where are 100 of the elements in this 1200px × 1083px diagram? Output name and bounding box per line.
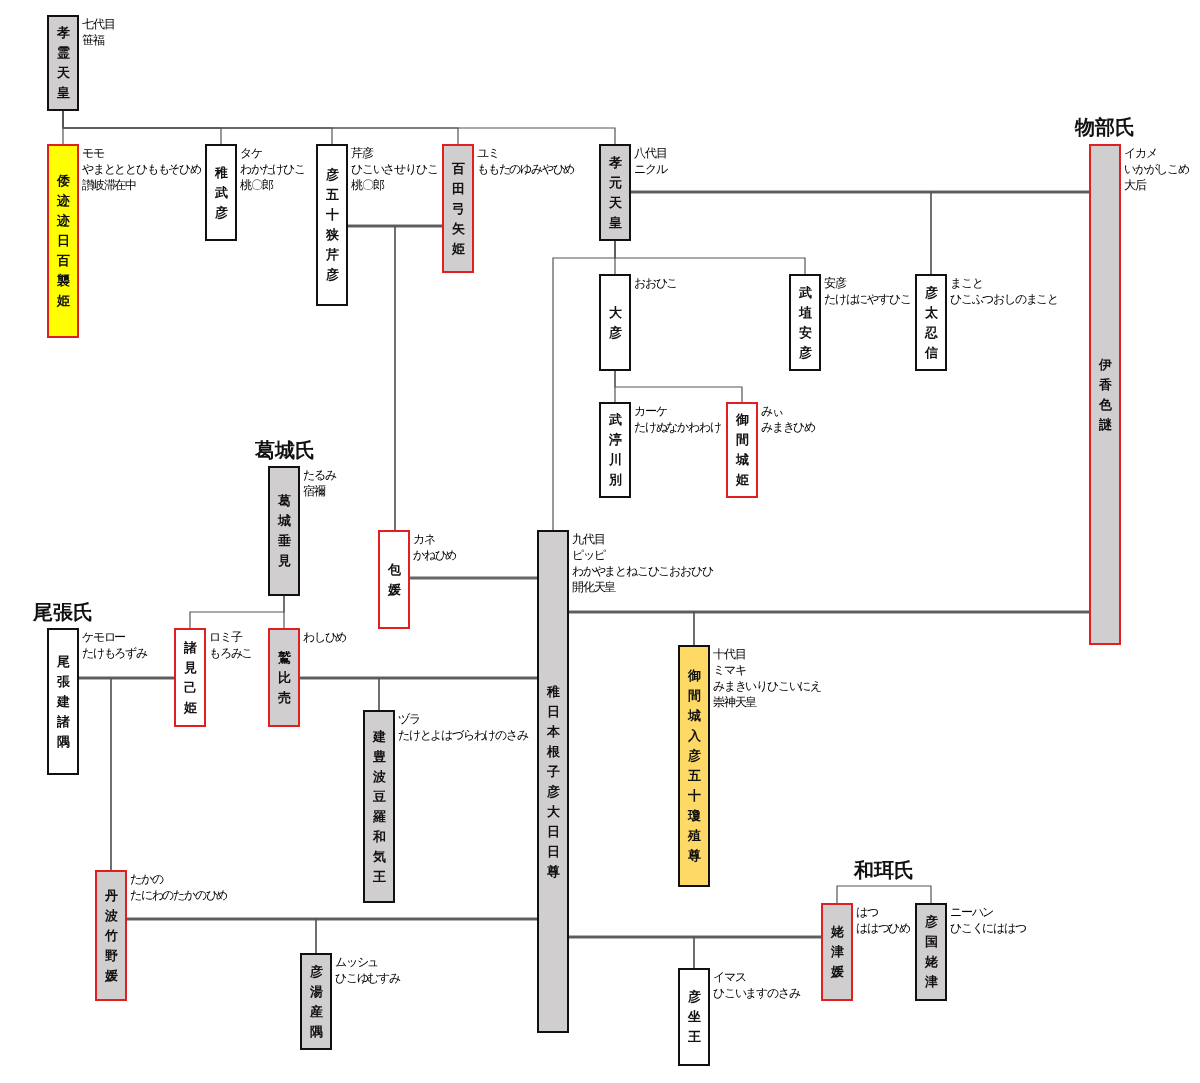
note-text: 桃〇郎 — [240, 178, 273, 192]
note-text: かねひめ — [413, 548, 457, 562]
note-text: ひこくにははつ — [950, 921, 1026, 935]
note-text: ムッシュ — [335, 955, 379, 969]
marriage-line — [348, 224, 442, 228]
family-line — [110, 677, 175, 871]
name-box: 百田弓矢姫 — [442, 144, 474, 273]
name-box: 建豊波豆羅和気王 — [363, 710, 395, 903]
note-text: ニーハン — [950, 905, 994, 919]
marriage-line — [631, 190, 1089, 194]
note-text: ニクル — [634, 162, 667, 176]
note-text: ユミ — [477, 146, 499, 160]
note-text: 七代目 — [82, 17, 115, 31]
family-line — [930, 191, 1090, 275]
marriage-line — [410, 576, 537, 580]
note-text: みまきいりひこいにえ — [713, 679, 821, 693]
name-box: 孝霊天皇 — [47, 15, 79, 111]
note-text: 八代目 — [634, 146, 667, 160]
note-text: 崇神天皇 — [713, 695, 757, 709]
note-text: まこと — [950, 276, 983, 290]
family-line — [693, 936, 822, 969]
name-box: 大彦 — [599, 274, 631, 371]
name-box: 稚武彦 — [205, 144, 237, 241]
name-box: 彦坐王 — [678, 968, 710, 1066]
note-text: たかの — [130, 872, 163, 886]
name-box: 御間城姫 — [726, 402, 758, 498]
note-text: たるみ — [303, 468, 336, 482]
note-text: たけはにやすひこ — [824, 292, 911, 306]
name-box: 彦湯産隅 — [300, 953, 332, 1050]
note-text: イマス — [713, 970, 746, 984]
family-line — [315, 918, 538, 954]
name-box: 倭迹迹日百襲姫 — [47, 144, 79, 338]
note-text: 開化天皇 — [572, 580, 616, 594]
note-text: ひこいさせりひこ — [351, 162, 438, 176]
note-text: モモ — [82, 146, 104, 160]
note-text: たけとよはづらわけのさみ — [398, 728, 528, 742]
note-text: わかやまとねこひこおおひひ — [572, 564, 713, 578]
marriage-line — [79, 676, 174, 680]
name-box: 彦国姥津 — [915, 903, 947, 1001]
family-line — [552, 240, 616, 531]
family-line — [693, 611, 1090, 646]
note-text: 笹福 — [82, 33, 104, 47]
name-box: 伊香色謎 — [1089, 144, 1121, 645]
note-text: カネ — [413, 532, 435, 546]
name-box: 包媛 — [378, 530, 410, 629]
note-text: ひこいますのさみ — [713, 986, 800, 1000]
note-text: 桃〇郎 — [351, 178, 384, 192]
note-text: みぃ — [761, 404, 783, 418]
note-text: ひこゆむすみ — [335, 971, 400, 985]
note-text: ケモロー — [82, 630, 126, 644]
name-box: 御間城入彦五十瓊殖尊 — [678, 645, 710, 887]
name-box: 彦太忍信 — [915, 274, 947, 371]
note-text: はつ — [856, 905, 878, 919]
note-text: ロミ子 — [209, 630, 242, 644]
name-box: 葛城垂見 — [268, 466, 300, 596]
note-text: 宿禰 — [303, 484, 325, 498]
note-text: イカメ — [1124, 146, 1157, 160]
note-text: ひこふつおしのまこと — [950, 292, 1058, 306]
note-text: ピッピ — [572, 548, 605, 562]
name-box: 丹波竹野媛 — [95, 870, 127, 1001]
note-text: ヅラ — [398, 712, 420, 726]
name-box: 鷲比売 — [268, 628, 300, 727]
note-text: みまきひめ — [761, 420, 815, 434]
marriage-line — [569, 610, 1089, 614]
note-text: 十代目 — [713, 647, 746, 661]
note-text: 九代目 — [572, 532, 605, 546]
note-text: たにわのたかのひめ — [130, 888, 228, 902]
note-text: ミマキ — [713, 663, 746, 677]
family-line — [283, 595, 285, 629]
clan-name: 和珥氏 — [854, 860, 914, 880]
note-text: もろみこ — [209, 646, 253, 660]
note-text: おおひこ — [634, 276, 678, 290]
note-text: ははつひめ — [856, 921, 910, 935]
note-text: たけもろずみ — [82, 646, 147, 660]
marriage-line — [127, 917, 537, 921]
marriage-line — [300, 676, 537, 680]
name-box: 稚日本根子彦大日日尊 — [537, 530, 569, 1033]
name-box: 孝元天皇 — [599, 144, 631, 241]
name-box: 尾張建諸隅 — [47, 628, 79, 775]
note-text: 安彦 — [824, 276, 846, 290]
family-line — [614, 370, 743, 403]
note-text: 讃岐滞在中 — [82, 178, 136, 192]
note-text: 芹彦 — [351, 146, 373, 160]
note-text: たけぬなかわわけ — [634, 420, 721, 434]
family-line — [378, 677, 538, 711]
note-text: わしひめ — [303, 630, 347, 644]
note-text: いかがしこめ — [1124, 162, 1189, 176]
name-box: 諸見己姫 — [174, 628, 206, 727]
name-box: 武埴安彦 — [789, 274, 821, 371]
family-line — [394, 225, 443, 531]
note-text: ももたのゆみやひめ — [477, 162, 575, 176]
name-box: 彦五十狭芹彦 — [316, 144, 348, 306]
note-text: わかたけひこ — [240, 162, 305, 176]
name-box: 姥津媛 — [821, 903, 853, 1001]
note-text: やまとととひももそひめ — [82, 162, 201, 176]
note-text: タケ — [240, 146, 262, 160]
family-line — [836, 885, 932, 904]
marriage-line — [569, 935, 821, 939]
note-text: カーケ — [634, 404, 667, 418]
note-text: 大后 — [1124, 178, 1146, 192]
